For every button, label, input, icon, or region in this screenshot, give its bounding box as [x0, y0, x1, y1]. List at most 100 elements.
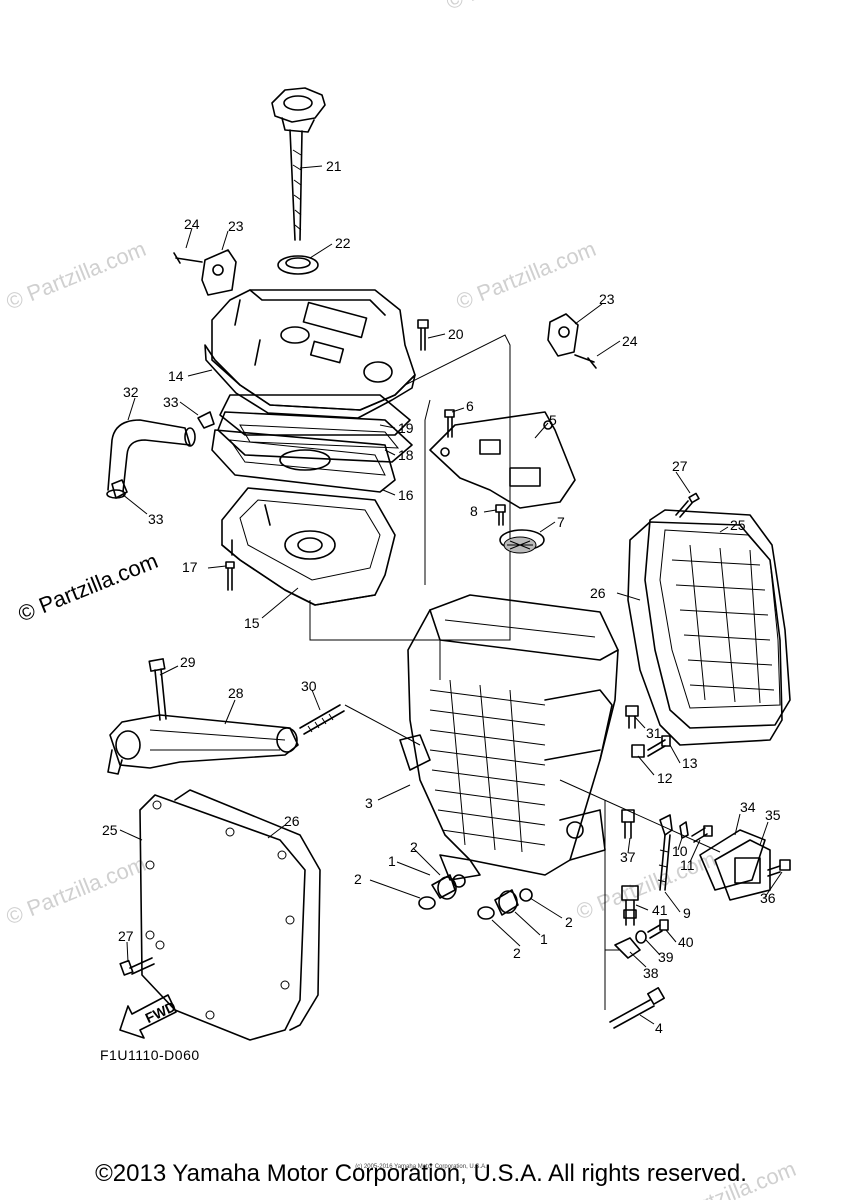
callout-41: 41 — [652, 902, 668, 918]
bolt-17 — [225, 561, 235, 591]
stud-30 — [299, 704, 345, 735]
callout-36: 36 — [760, 890, 776, 906]
callout-1: 1 — [388, 853, 396, 869]
plug-31 — [625, 705, 639, 729]
clamp-38 — [614, 937, 641, 959]
screw-6 — [444, 409, 455, 438]
assembly-line-right — [604, 800, 620, 1010]
bolt-10 — [679, 821, 689, 839]
callout-28: 28 — [228, 685, 244, 701]
callout-21: 21 — [326, 158, 342, 174]
bolt-13 — [647, 735, 671, 757]
seals-right — [477, 888, 533, 920]
callout-2: 2 — [410, 839, 418, 855]
bolt-11 — [691, 825, 713, 843]
callout-31: 31 — [646, 725, 662, 741]
callout-8: 8 — [470, 503, 478, 519]
callout-4: 4 — [655, 1020, 663, 1036]
link-arm — [107, 714, 299, 775]
assembly-line-stud — [344, 704, 421, 746]
callout-26: 26 — [284, 813, 300, 829]
callout-23: 23 — [228, 218, 244, 234]
bolt-20 — [417, 319, 429, 351]
screw-8 — [495, 504, 506, 526]
cover-right — [644, 509, 791, 729]
callout-3: 3 — [365, 795, 373, 811]
bracket-left — [173, 249, 237, 296]
gasket-oil-cap — [277, 255, 319, 275]
callout-2: 2 — [354, 871, 362, 887]
callout-33: 33 — [163, 394, 179, 410]
seals-left — [418, 874, 466, 910]
bolt-37 — [621, 809, 635, 839]
strainer-7 — [499, 529, 545, 554]
watermark: © Partzilla.com — [573, 846, 720, 925]
bolt-27-top — [675, 492, 700, 518]
bolt-27-lower — [119, 957, 155, 976]
callout-20: 20 — [448, 326, 464, 342]
copyright-notice: ©2013 Yamaha Motor Corporation, U.S.A. A… — [95, 1160, 747, 1187]
callout-26: 26 — [590, 585, 606, 601]
callout-32: 32 — [123, 384, 139, 400]
callout-30: 30 — [301, 678, 317, 694]
bolt-36 — [767, 859, 791, 877]
callout-13: 13 — [682, 755, 698, 771]
callout-27: 27 — [672, 458, 688, 474]
gasket-16 — [211, 429, 396, 493]
nut-12 — [631, 744, 645, 758]
gasket-lower-left — [174, 789, 321, 1031]
callout-1: 1 — [540, 931, 548, 947]
oil-tank-cover — [204, 289, 416, 419]
callout-33: 33 — [148, 511, 164, 527]
callout-24: 24 — [184, 216, 200, 232]
callout-12: 12 — [657, 770, 673, 786]
watermarks: © Partzilla.com © Partzilla.com © Partzi… — [3, 0, 800, 1200]
watermark: © Partzilla.com — [453, 236, 600, 315]
bolt-29 — [148, 658, 167, 721]
oil-pan — [221, 487, 396, 606]
callout-37: 37 — [620, 849, 636, 865]
watermark: © Partzilla.com — [3, 236, 150, 315]
callout-40: 40 — [678, 934, 694, 950]
callout-18: 18 — [398, 447, 414, 463]
callout-labels: 21 22 23 24 20 23 24 14 19 18 16 32 33 3… — [102, 158, 781, 1036]
fitting-41 — [621, 885, 639, 926]
tiny-notice: (c) 2005-2016 Yamaha Motor Corporation, … — [355, 1164, 487, 1170]
bracket-right — [547, 313, 597, 369]
gasket-right — [627, 521, 783, 746]
callout-2: 2 — [513, 945, 521, 961]
callout-27: 27 — [118, 928, 134, 944]
callout-35: 35 — [765, 807, 781, 823]
breather-hose — [106, 411, 215, 499]
cylinder-block — [399, 594, 619, 881]
assembly-line-right-2 — [559, 779, 721, 853]
callout-15: 15 — [244, 615, 260, 631]
callout-25: 25 — [102, 822, 118, 838]
callout-22: 22 — [335, 235, 351, 251]
callout-7: 7 — [557, 514, 565, 530]
bolt-40 — [647, 919, 669, 939]
callout-6: 6 — [466, 398, 474, 414]
callout-34: 34 — [740, 799, 756, 815]
watermark: © Partzilla.com — [3, 851, 150, 930]
cover-lower-left — [139, 794, 306, 1041]
callout-29: 29 — [180, 654, 196, 670]
plate-18 — [217, 411, 413, 463]
callout-39: 39 — [658, 949, 674, 965]
callout-23: 23 — [599, 291, 615, 307]
callout-25: 25 — [730, 517, 746, 533]
forward-arrow-label: FWD — [143, 998, 179, 1026]
gasket-plate-19 — [219, 394, 411, 436]
watermark-side: © Partzilla.com — [15, 548, 162, 627]
forward-arrow: FWD — [119, 994, 179, 1039]
callout-17: 17 — [182, 559, 198, 575]
callout-19: 19 — [398, 420, 414, 436]
bolt-4 — [609, 987, 665, 1029]
callout-2: 2 — [565, 914, 573, 930]
diagram-code: F1U1110-D060 — [100, 1047, 200, 1063]
callout-9: 9 — [683, 905, 691, 921]
leader-lines — [119, 165, 783, 1025]
callout-38: 38 — [643, 965, 659, 981]
gasket-34 — [699, 829, 766, 891]
watermark: © Partzilla.com — [443, 0, 590, 15]
